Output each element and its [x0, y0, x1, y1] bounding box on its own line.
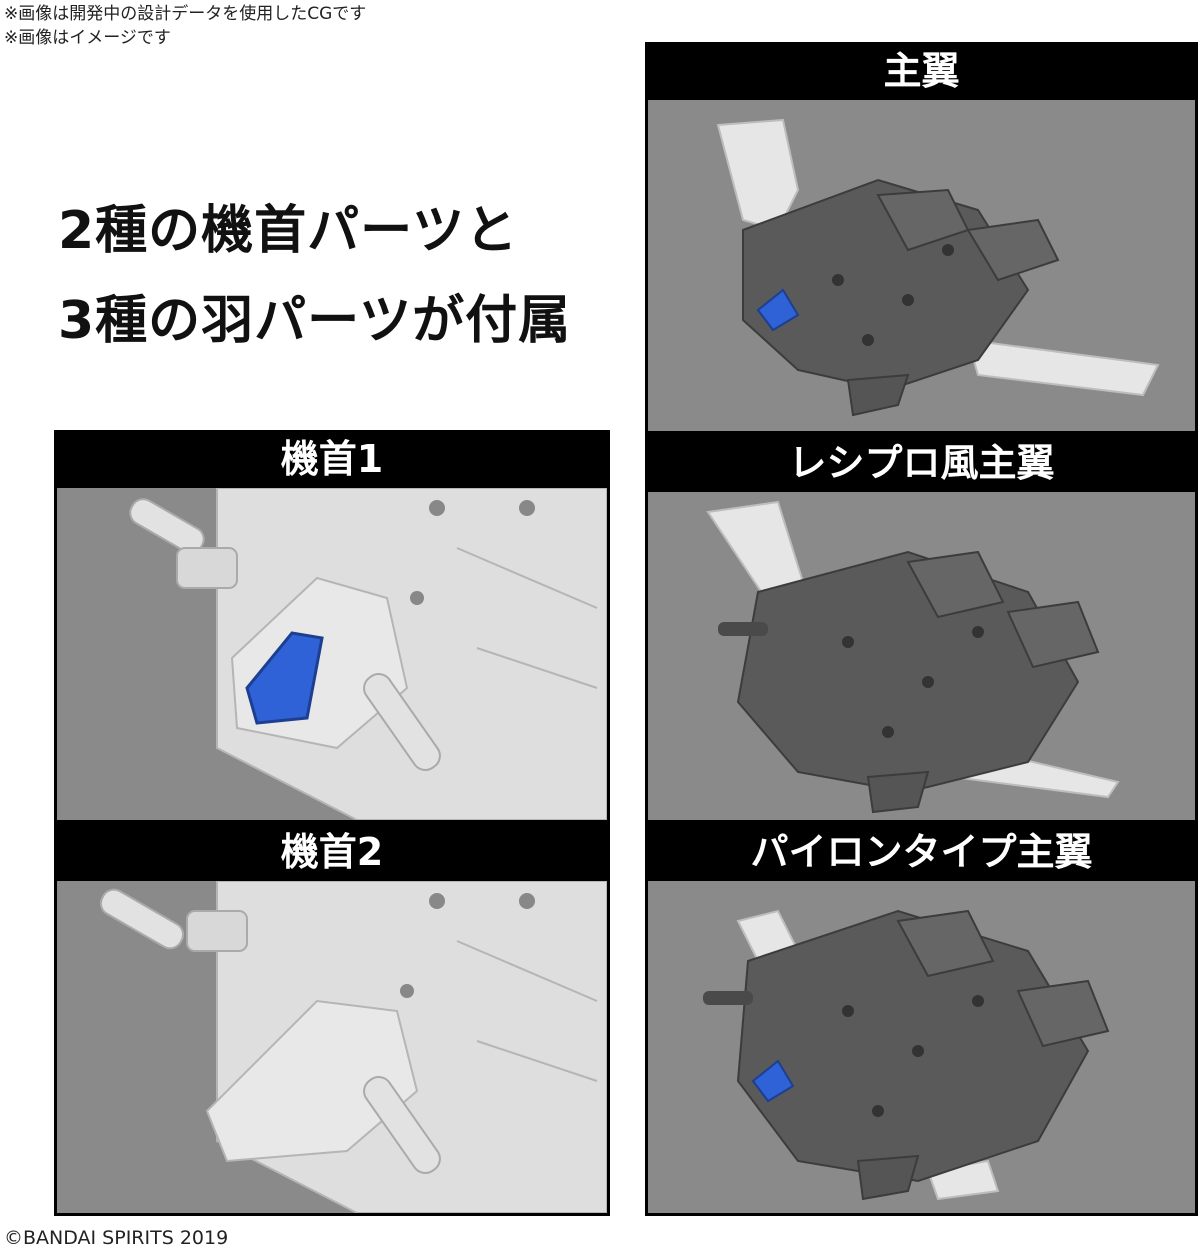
panel-reciprocating-wing: レシプロ風主翼 — [645, 434, 1198, 823]
image-reciprocating-wing — [648, 492, 1195, 820]
panel-title-reciprocating-wing: レシプロ風主翼 — [788, 441, 1055, 485]
copyright: ©BANDAI SPIRITS 2019 — [4, 1227, 229, 1249]
image-pylon-wing — [648, 881, 1195, 1213]
headline-line-1: 2種の機首パーツと — [58, 201, 519, 261]
image-main-wing — [648, 100, 1195, 431]
headline: 2種の機首パーツと 3種の羽パーツが付属 — [58, 186, 618, 366]
disclaimer-image: ※画像はイメージです — [4, 28, 171, 48]
panel-title-nose-2: 機首2 — [280, 830, 384, 874]
image-nose-1 — [57, 488, 607, 820]
panel-nose-1: 機首1 — [54, 430, 610, 823]
panel-title-main-wing: 主翼 — [883, 49, 960, 93]
panel-title-pylon-wing: パイロンタイプ主翼 — [750, 830, 1093, 874]
panel-nose-2: 機首2 — [54, 823, 610, 1216]
panel-pylon-wing: パイロンタイプ主翼 — [645, 823, 1198, 1216]
headline-line-2: 3種の羽パーツが付属 — [58, 291, 572, 351]
panel-main-wing: 主翼 — [645, 42, 1198, 434]
panel-title-nose-1: 機首1 — [280, 437, 384, 481]
disclaimer-cg: ※画像は開発中の設計データを使用したCGです — [4, 4, 367, 24]
image-nose-2 — [57, 881, 607, 1213]
